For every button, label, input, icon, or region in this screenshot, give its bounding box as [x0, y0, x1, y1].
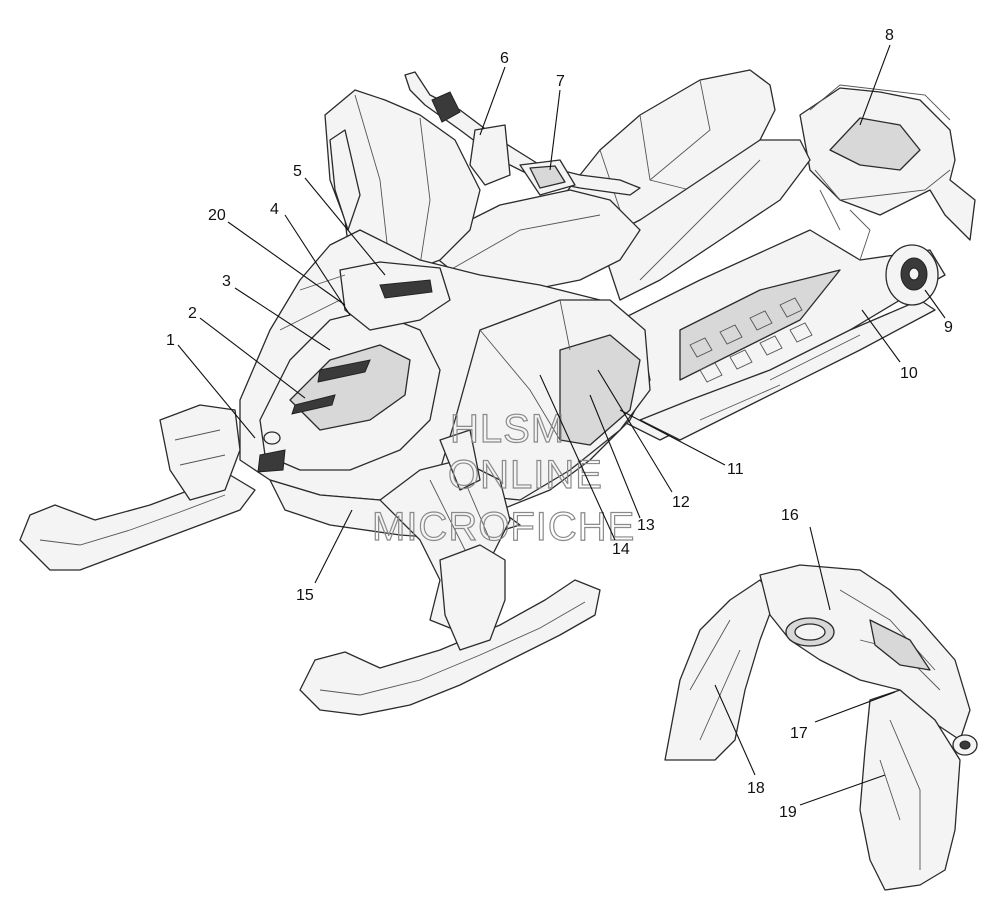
callout-1: 1 [166, 332, 175, 349]
callout-4: 4 [270, 201, 279, 218]
left-ski [19, 404, 256, 571]
leader-5 [304, 177, 386, 276]
callout-19: 19 [779, 804, 797, 821]
leader-16 [809, 526, 831, 611]
leader-10 [861, 309, 901, 363]
watermark-line-3: MICROFICHE [372, 505, 635, 549]
callout-17: 17 [790, 725, 808, 742]
callout-3: 3 [222, 273, 231, 290]
callout-8: 8 [885, 27, 894, 44]
leader-13 [589, 394, 641, 519]
callout-9: 9 [944, 319, 953, 336]
callout-13: 13 [637, 517, 655, 534]
callout-2: 2 [188, 305, 197, 322]
rear-bumper [799, 84, 976, 261]
leader-9 [924, 289, 946, 319]
callout-14: 14 [612, 541, 630, 558]
leader-7 [549, 89, 561, 171]
hood [239, 229, 651, 541]
callout-15: 15 [296, 587, 314, 604]
callout-numbers: 1 2 3 4 5 6 7 8 9 10 11 12 13 14 15 16 1… [166, 27, 953, 821]
seat [559, 69, 811, 301]
callout-5: 5 [293, 163, 302, 180]
callout-11: 11 [727, 461, 744, 478]
leader-18 [714, 684, 756, 776]
callout-18: 18 [747, 780, 765, 797]
leader-15 [314, 509, 353, 584]
right-ski [299, 544, 601, 716]
leader-8 [859, 44, 891, 126]
leader-12 [597, 369, 673, 493]
leader-2 [199, 317, 306, 399]
rear-tunnel [599, 229, 946, 441]
rear-idler-wheel [885, 244, 939, 306]
handlebar [404, 71, 641, 196]
side-panel-exploded [664, 564, 978, 891]
callout-6: 6 [500, 50, 509, 67]
callout-10: 10 [900, 365, 918, 382]
leader-20 [227, 221, 346, 306]
watermark-line-1: HLSM [450, 407, 565, 451]
callout-12: 12 [672, 494, 690, 511]
leader-11 [619, 409, 726, 466]
callout-16: 16 [781, 507, 799, 524]
watermark-line-2: ONLINE [448, 453, 603, 497]
leader-17 [814, 691, 896, 723]
leader-4 [284, 214, 351, 316]
leader-3 [234, 287, 331, 351]
leader-lines [177, 44, 946, 806]
callout-7: 7 [556, 73, 565, 90]
leader-1 [177, 344, 256, 439]
leader-19 [799, 774, 886, 806]
leader-6 [479, 66, 506, 136]
callout-20: 20 [208, 207, 226, 224]
leader-14 [539, 374, 616, 541]
watermark: HLSM ONLINE MICROFICHE [371, 406, 635, 549]
